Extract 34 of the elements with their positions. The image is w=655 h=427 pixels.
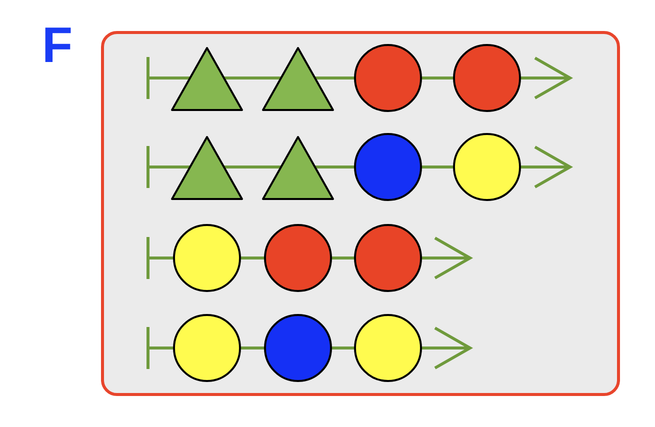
circle-shape — [172, 313, 242, 383]
connector-line — [421, 166, 454, 168]
circle-shape — [353, 43, 423, 113]
triangle-shape — [170, 46, 244, 112]
connector-line — [331, 346, 355, 350]
connector-line — [146, 144, 190, 190]
circle-shape — [452, 43, 522, 113]
connector-line — [315, 166, 355, 168]
circle-shape — [263, 223, 333, 293]
group-panel — [101, 31, 620, 396]
connector-line — [146, 326, 174, 370]
circle-shape — [353, 132, 423, 202]
connector-line — [520, 56, 572, 100]
connector-line — [224, 166, 281, 168]
connector-line — [421, 326, 472, 370]
connector-line — [224, 76, 281, 80]
connector-line — [421, 76, 454, 80]
connector-line — [146, 56, 190, 100]
triangle-shape — [261, 135, 335, 201]
triangle-shape — [261, 46, 335, 112]
connector-line — [331, 256, 355, 260]
connector-line — [240, 346, 265, 350]
connector-line — [421, 236, 472, 280]
circle-shape — [353, 223, 423, 293]
circle-shape — [353, 313, 423, 383]
triangle-shape — [170, 135, 244, 201]
connector-line — [315, 76, 355, 80]
connector-line — [520, 146, 572, 188]
connector-line — [146, 236, 174, 280]
circle-shape — [263, 313, 333, 383]
connector-line — [240, 256, 265, 260]
panel-letter: F — [42, 20, 73, 70]
circle-shape — [172, 223, 242, 293]
circle-shape — [452, 132, 522, 202]
